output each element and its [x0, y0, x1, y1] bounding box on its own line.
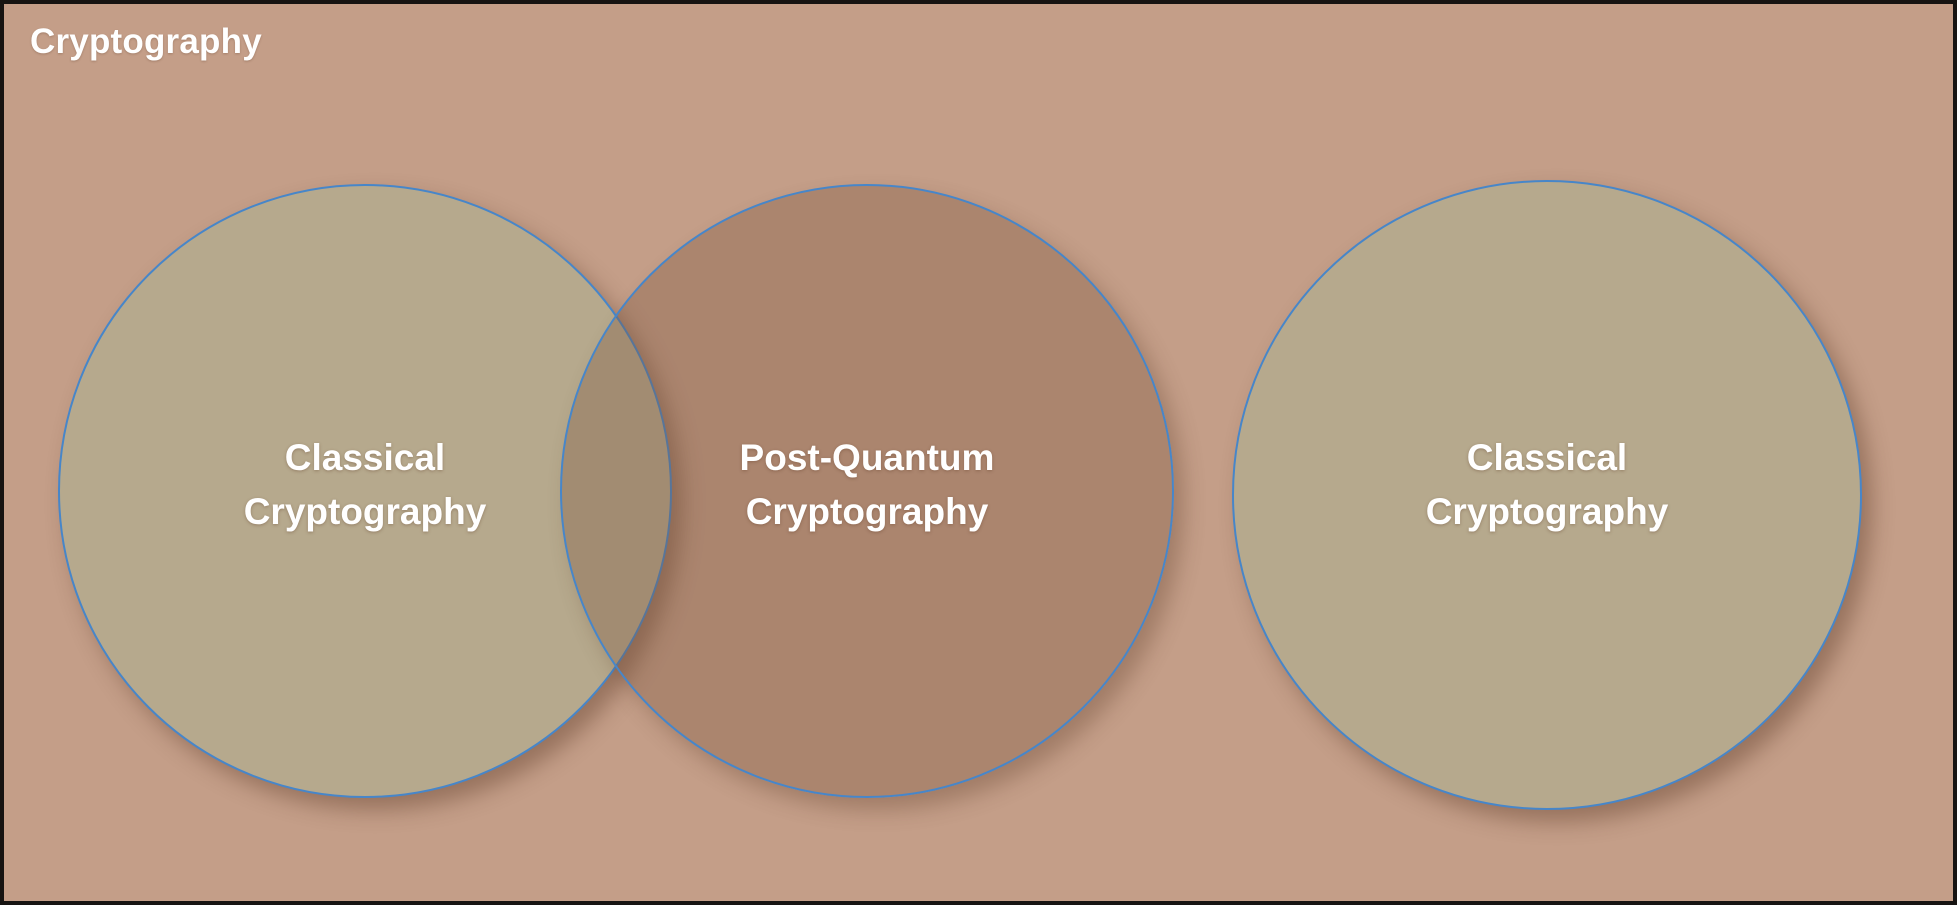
venn-label-line-2: Cryptography: [745, 491, 989, 532]
venn-label-line-2: Cryptography: [243, 491, 487, 532]
venn-circle-classical-right[interactable]: Classical Cryptography: [1232, 180, 1862, 810]
venn-label-line-2: Cryptography: [1425, 491, 1669, 532]
venn-label-line-1: Post-Quantum: [739, 436, 995, 478]
page-title: Cryptography: [30, 22, 262, 61]
venn-label-line-1: Classical: [1466, 436, 1628, 478]
venn-circle-post-quantum[interactable]: Post-Quantum Cryptography: [560, 184, 1174, 798]
venn-label-classical-right: Classical Cryptography: [1234, 431, 1860, 540]
venn-label-post-quantum: Post-Quantum Cryptography: [562, 431, 1172, 540]
venn-label-classical-left: Classical Cryptography: [60, 431, 670, 540]
venn-label-line-1: Classical: [284, 436, 446, 478]
slide-background: Cryptography Classical Cryptography Post…: [4, 4, 1953, 901]
